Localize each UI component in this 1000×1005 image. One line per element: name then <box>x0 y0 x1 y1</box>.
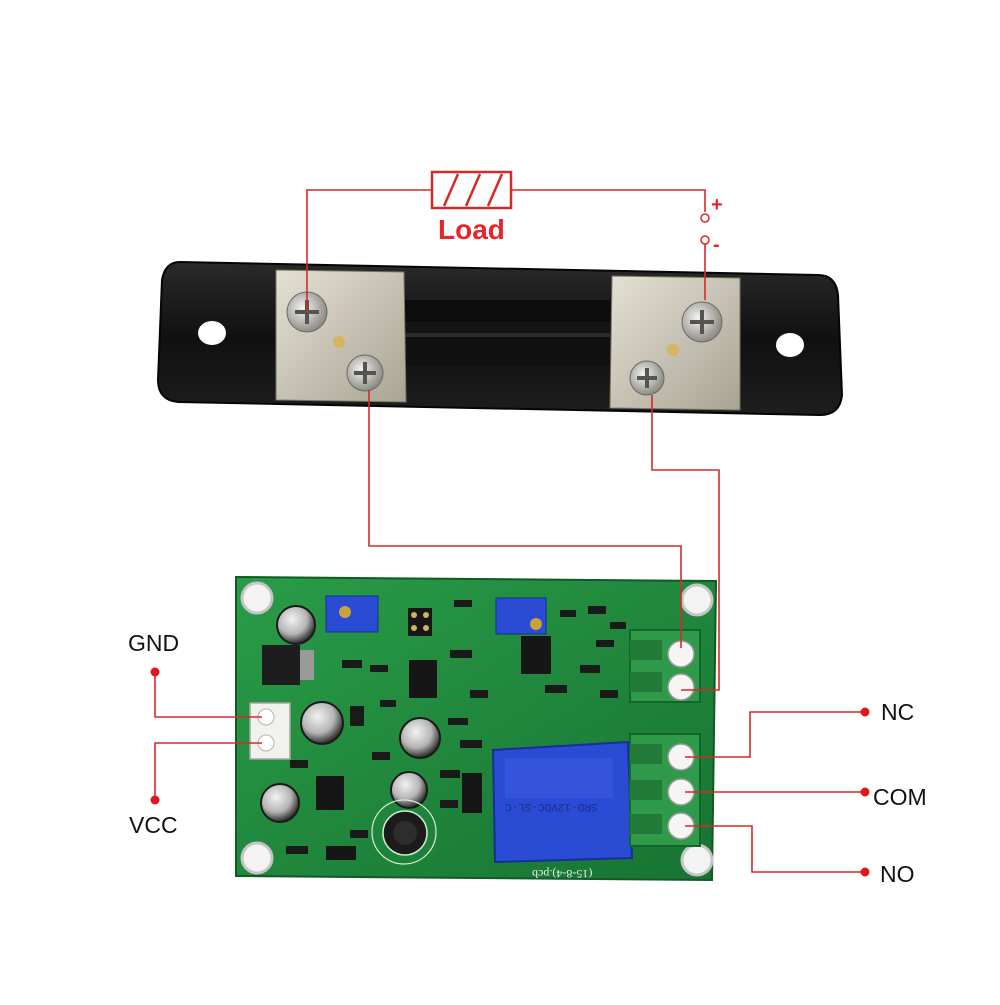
capacitor-icon <box>300 701 344 745</box>
wire-load-to-positive <box>511 189 706 212</box>
terminal-screw-icon <box>667 673 695 701</box>
wire-shunt-sense-right <box>651 395 720 691</box>
positive-label: + <box>711 194 723 216</box>
capacitor-icon <box>276 605 316 645</box>
supply-terminals <box>700 213 710 245</box>
wire-gnd <box>154 672 262 718</box>
transistor-icon <box>462 773 482 813</box>
trimmer-potentiometer-icon <box>495 597 547 635</box>
relay-module-board <box>235 575 718 882</box>
load-resistor-symbol <box>430 170 513 210</box>
pcb-mount-hole <box>240 841 274 875</box>
relay-marking: SRD-12VDC-SL-C <box>505 800 598 812</box>
no-label: NO <box>880 861 915 887</box>
screw-icon <box>346 354 384 392</box>
shunt-right-terminal-block <box>609 275 741 411</box>
ic-chip-icon <box>316 776 344 810</box>
shunt-input-terminal-block <box>629 629 701 703</box>
pcb-mount-hole <box>680 843 714 877</box>
screw-icon <box>681 301 723 343</box>
vcc-label: VCC <box>129 812 178 838</box>
smd-components <box>286 600 626 854</box>
wire-vcc <box>154 742 262 800</box>
shunt-resistor <box>156 260 844 417</box>
power-connector <box>249 702 291 760</box>
wire-nc <box>685 711 865 758</box>
load-label: Load <box>438 214 505 245</box>
wire-no <box>685 825 865 873</box>
shunt-mount-hole-left <box>198 321 226 345</box>
capacitor-icon <box>390 771 428 809</box>
header-pins-icon <box>408 608 432 636</box>
capacitor-icon <box>260 783 300 823</box>
ic-chip-icon <box>326 846 356 860</box>
wiring <box>154 189 865 873</box>
relay-icon <box>491 740 634 864</box>
capacitor-icon <box>399 717 441 759</box>
regulator-chip-icon <box>262 645 314 685</box>
screw-icon <box>629 360 665 396</box>
wire-endpoint-dots <box>150 667 870 877</box>
positive-terminal-icon <box>700 213 710 223</box>
pcb-marking: (15-8-4).pcb <box>532 867 593 881</box>
shunt-left-terminal-block <box>275 269 407 403</box>
pcb-mount-hole <box>240 581 274 615</box>
inductor-icon <box>382 810 428 856</box>
wire-load-to-shunt-left <box>306 189 432 312</box>
ic-chip-icon <box>409 660 437 698</box>
ic-chip-icon <box>521 636 551 674</box>
gnd-label: GND <box>128 630 180 656</box>
negative-label: - <box>713 234 720 256</box>
shunt-mount-hole-right <box>776 333 804 357</box>
nc-label: NC <box>881 699 915 725</box>
pcb-mount-hole <box>680 583 714 617</box>
wire-shunt-sense-left <box>368 390 682 648</box>
negative-terminal-icon <box>700 235 710 245</box>
trimmer-potentiometer-icon <box>325 595 379 633</box>
com-label: COM <box>873 784 927 810</box>
